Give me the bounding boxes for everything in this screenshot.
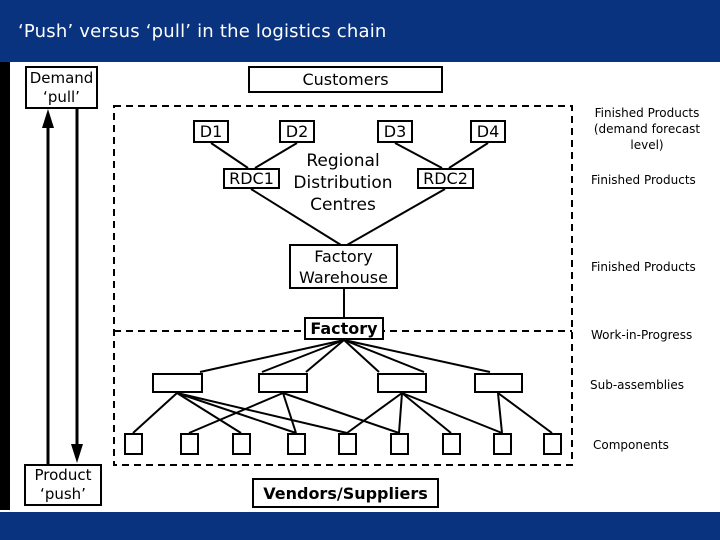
demand-node-d1: D1 [193,120,229,143]
pull-arrow-icon [42,109,54,464]
component-box [493,433,512,455]
label-components: Components [593,438,669,452]
component-box [287,433,306,455]
left-shadow-strip [0,62,10,510]
product-push-box: Product ‘push’ [24,464,102,506]
sub-assembly-box [258,373,308,393]
sub-assembly-box [152,373,203,393]
vendors-suppliers-box: Vendors/Suppliers [252,478,439,508]
label-finished-products-forecast: Finished Products (demand forecast level… [593,106,701,152]
rdc-caption: Regional Distribution Centres [293,151,393,215]
title-bar: ‘Push’ versus ‘pull’ in the logistics ch… [0,0,720,62]
customers-box: Customers [248,66,443,93]
rdc2-box: RDC2 [417,168,474,189]
component-box [232,433,251,455]
slide-title: ‘Push’ versus ‘pull’ in the logistics ch… [18,21,387,42]
rdc1-box: RDC1 [223,168,280,189]
sub-assembly-box [377,373,427,393]
label-sub-assemblies: Sub-assemblies [590,378,685,392]
dashed-boundary [113,105,573,466]
component-box [124,433,143,455]
demand-node-d4: D4 [470,120,506,143]
component-box [390,433,409,455]
demand-node-d2: D2 [279,120,315,143]
factory-box: Factory [304,317,384,340]
label-work-in-progress: Work-in-Progress [591,328,693,342]
factory-warehouse-box: Factory Warehouse [289,244,398,289]
push-arrow-icon [71,109,83,463]
component-box [442,433,461,455]
label-finished-products-warehouse: Finished Products [591,260,696,274]
sub-assembly-box [474,373,523,393]
component-box [338,433,357,455]
label-finished-products-rdc: Finished Products [591,173,696,187]
footer-bar: 6 [0,512,720,540]
component-box [543,433,562,455]
demand-pull-box: Demand ‘pull’ [25,66,98,109]
component-box [180,433,199,455]
demand-node-d3: D3 [377,120,413,143]
